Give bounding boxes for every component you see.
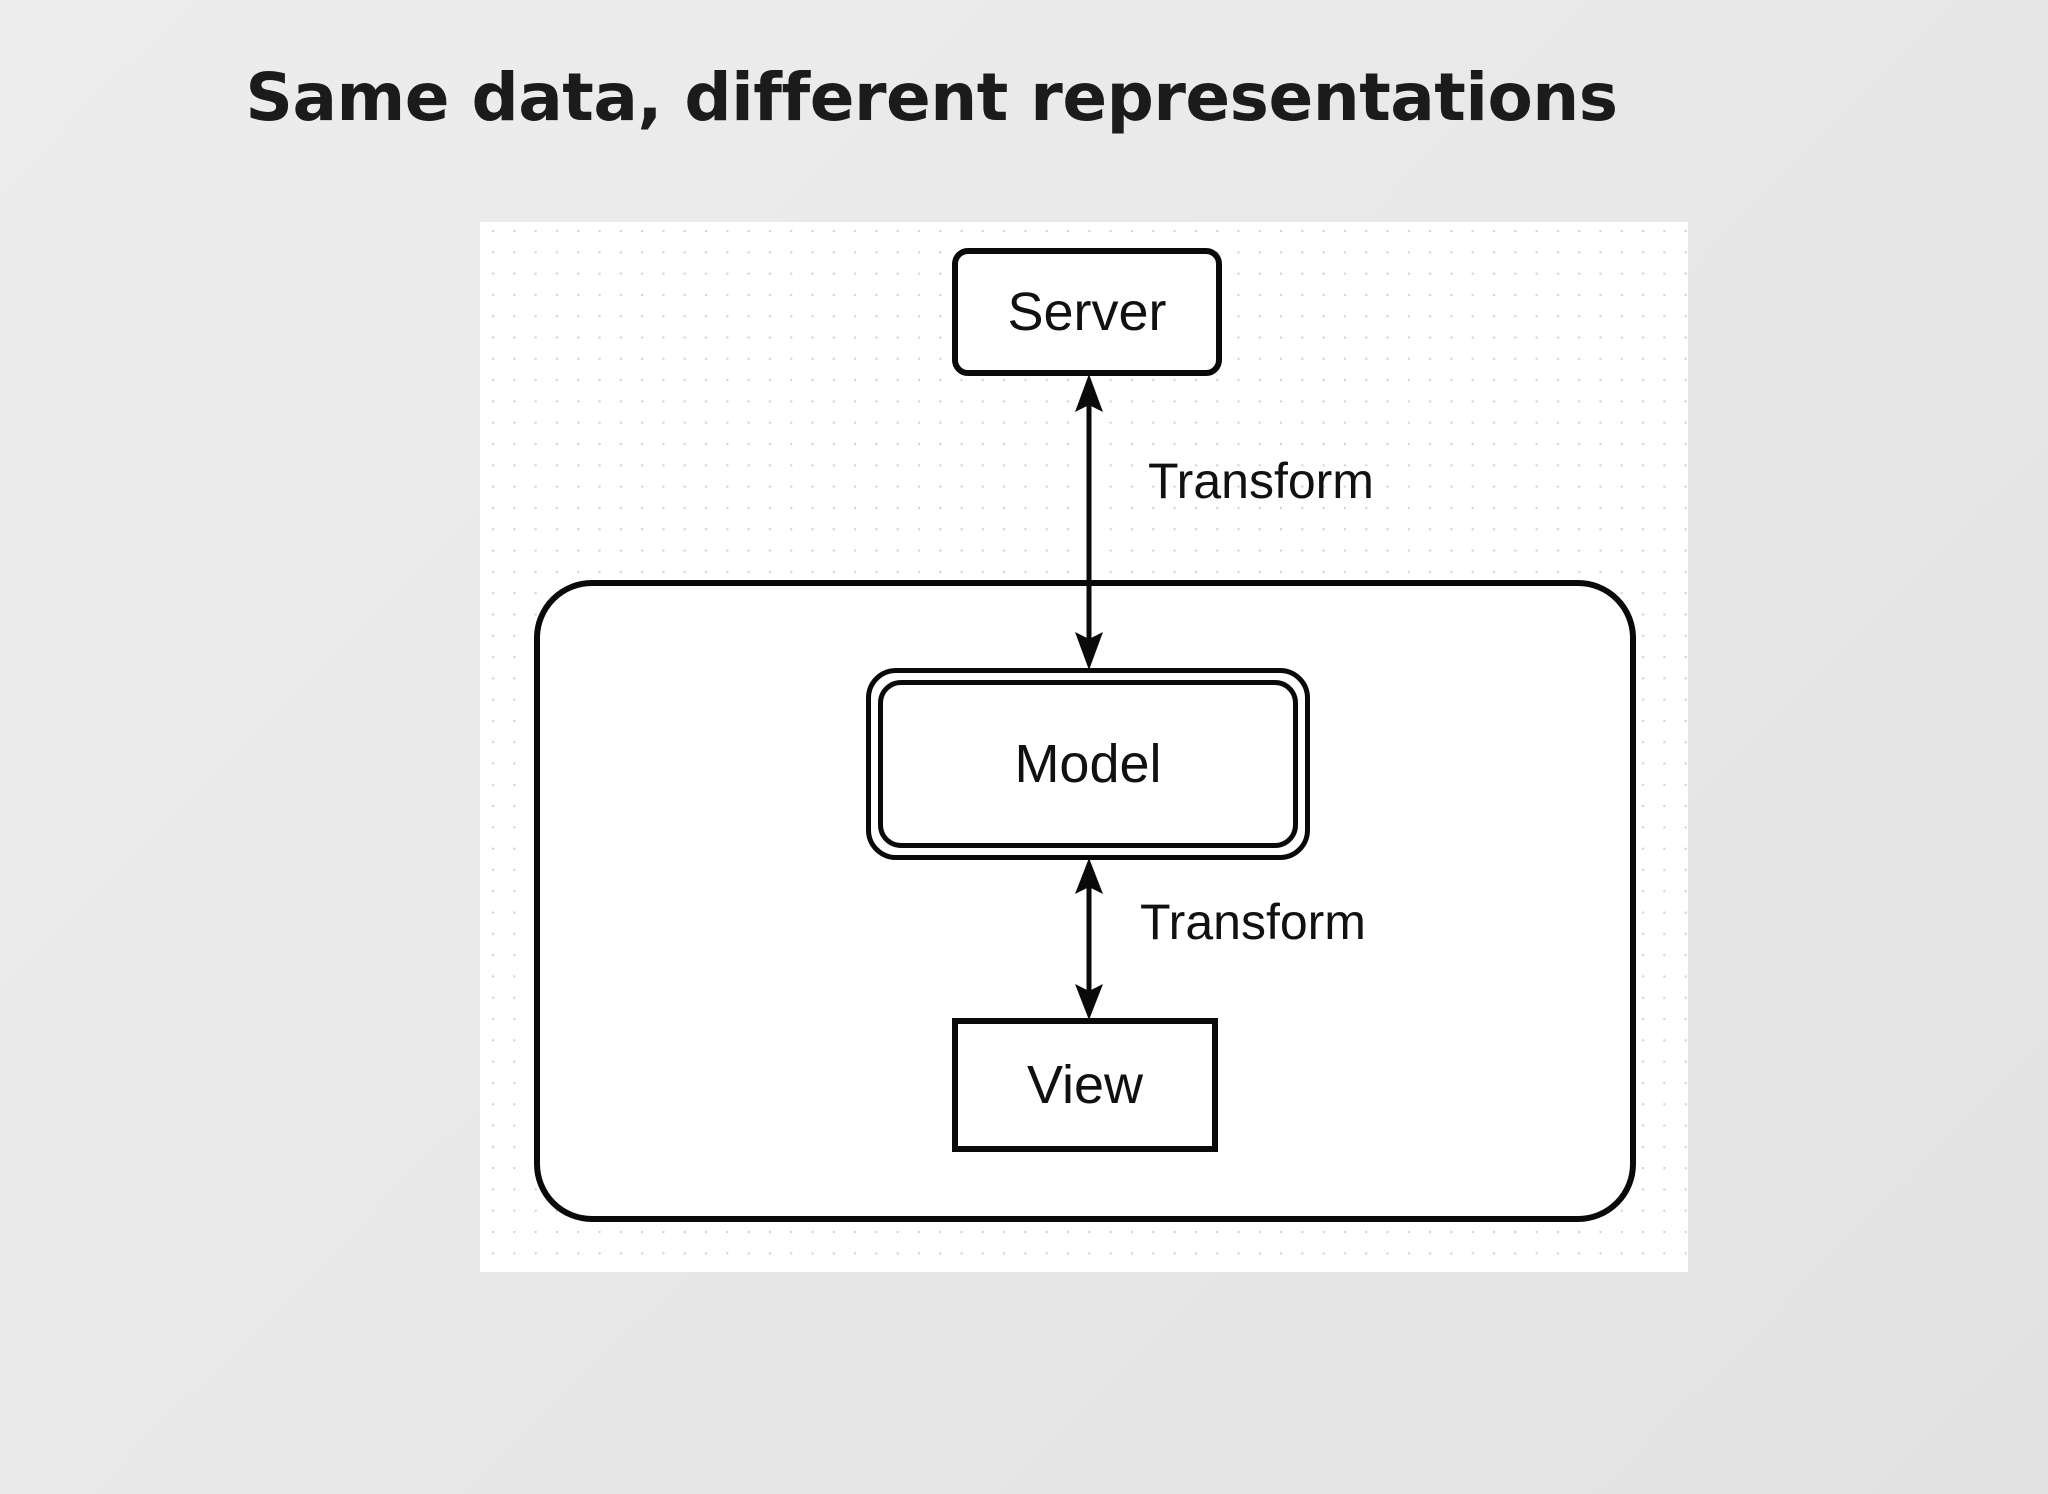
node-model-label: Model <box>1014 734 1162 794</box>
node-model[interactable]: Model <box>866 668 1310 860</box>
node-view[interactable]: View <box>952 1018 1218 1152</box>
edge-model-view-arrow[interactable] <box>1060 856 1118 1022</box>
edge-label-model-view: Transform <box>1140 894 1366 950</box>
edge-server-model-arrow[interactable] <box>1060 372 1118 672</box>
node-view-label: View <box>1026 1055 1144 1115</box>
node-server[interactable]: Server <box>952 248 1222 376</box>
edge-label-server-model: Transform <box>1148 453 1374 509</box>
node-server-label: Server <box>1007 282 1167 342</box>
page-title: Same data, different representations <box>245 59 1618 136</box>
node-model-inner-border <box>878 680 1298 848</box>
